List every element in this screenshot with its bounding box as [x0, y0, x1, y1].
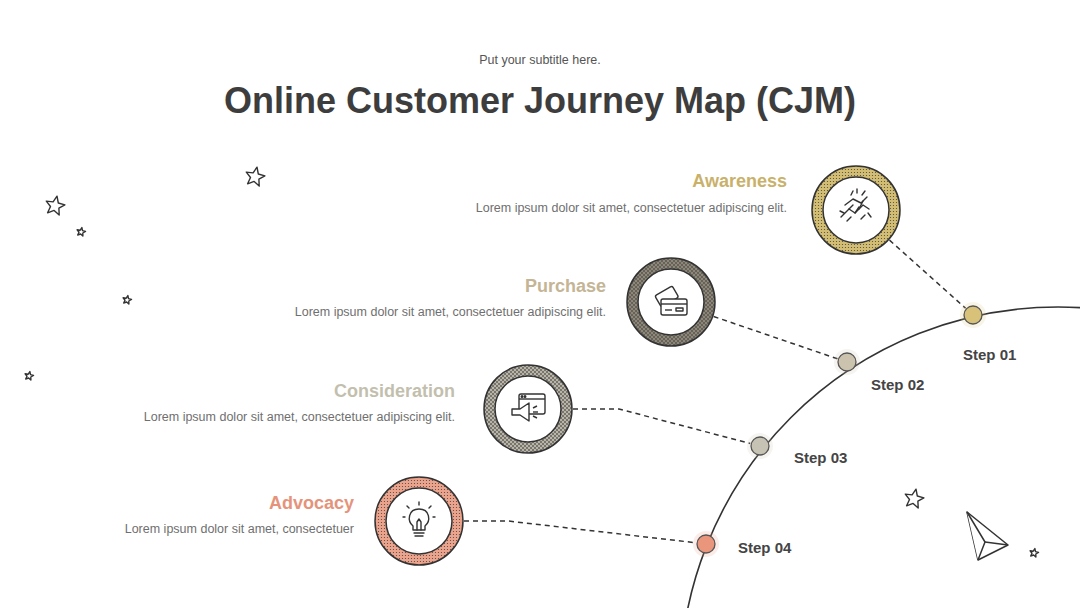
dashed-connector — [464, 521, 696, 543]
star-doodle — [905, 489, 924, 508]
star-doodle — [1030, 549, 1038, 558]
dashed-connector — [714, 317, 838, 359]
journey-arc — [680, 307, 1080, 608]
star-doodle — [246, 167, 265, 186]
dashed-connector — [573, 409, 750, 444]
stage-description: Lorem ipsum dolor sit amet, consectetuer — [125, 521, 354, 537]
stage-heading: Advocacy — [269, 492, 354, 514]
step-label: Step 02 — [871, 376, 924, 394]
dashed-connector — [890, 240, 966, 308]
ring-outline — [626, 257, 716, 347]
stage-heading: Purchase — [525, 275, 606, 297]
step-dot: Step 03 — [750, 436, 770, 456]
stage-heading: Consideration — [334, 380, 455, 402]
step-dot: Step 04 — [696, 534, 716, 554]
icon-circle: AwarenessLorem ipsum dolor sit amet, con… — [811, 165, 901, 255]
stage-description: Lorem ipsum dolor sit amet, consectetuer… — [295, 304, 606, 320]
icon-circle: ConsiderationLorem ipsum dolor sit amet,… — [483, 364, 573, 454]
ring-outline — [483, 364, 573, 454]
stage-description: Lorem ipsum dolor sit amet, consectetuer… — [476, 200, 787, 216]
icon-circle: AdvocacyLorem ipsum dolor sit amet, cons… — [374, 476, 464, 566]
dot-outline — [837, 352, 857, 372]
stage-heading: Awareness — [692, 170, 787, 192]
icon-circle: PurchaseLorem ipsum dolor sit amet, cons… — [626, 257, 716, 347]
step-label: Step 01 — [963, 346, 1016, 364]
step-dot: Step 01 — [963, 305, 983, 325]
star-doodle — [25, 372, 33, 381]
subtitle: Put your subtitle here. — [0, 52, 1080, 68]
ring-outline — [374, 476, 464, 566]
slide-title: Online Customer Journey Map (CJM) — [0, 79, 1080, 123]
step-label: Step 04 — [738, 539, 791, 557]
stage-description: Lorem ipsum dolor sit amet, consectetuer… — [144, 409, 455, 425]
step-label: Step 03 — [794, 449, 847, 467]
dot-outline — [696, 534, 716, 554]
paper-plane — [967, 512, 1008, 560]
star-doodle — [77, 228, 85, 237]
star-doodle — [123, 296, 131, 305]
step-dot: Step 02 — [837, 352, 857, 372]
star-doodle — [46, 196, 65, 215]
dot-outline — [750, 436, 770, 456]
ring-outline — [811, 165, 901, 255]
dot-outline — [963, 305, 983, 325]
